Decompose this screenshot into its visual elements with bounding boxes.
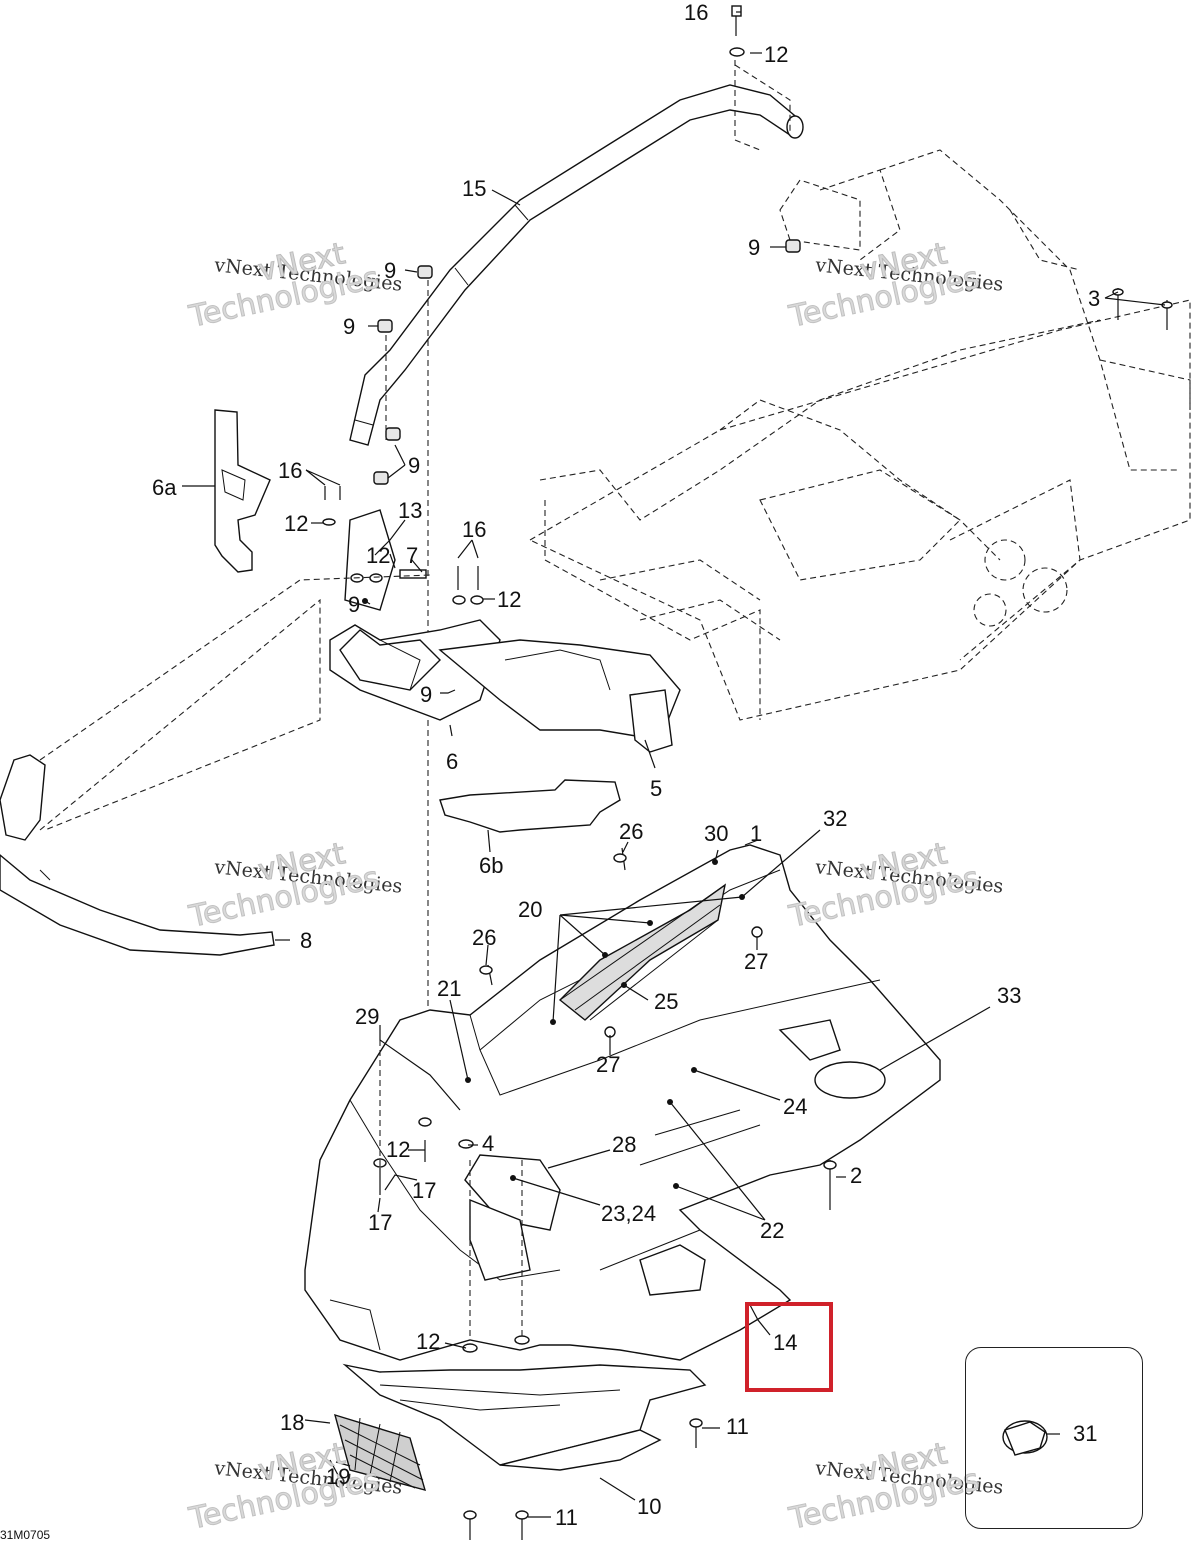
figure-code: 31M0705: [0, 1528, 51, 1542]
callout-label[interactable]: 16: [278, 458, 303, 483]
callout-label[interactable]: 13: [398, 498, 423, 523]
dash-line-bolt: [734, 60, 761, 151]
callout-label[interactable]: 2: [850, 1163, 863, 1188]
callout-label[interactable]: 11: [726, 1414, 749, 1439]
callout-label[interactable]: 20: [518, 897, 543, 922]
hood-body: [304, 844, 941, 1361]
callout-label[interactable]: 26: [619, 819, 644, 844]
callout-label[interactable]: 9: [348, 592, 361, 617]
nut-set: [373, 239, 801, 485]
callout-label[interactable]: 16: [462, 517, 487, 542]
dash-to-ski: [39, 574, 431, 761]
callout-label[interactable]: 5: [650, 776, 663, 801]
callout-label[interactable]: 12: [386, 1137, 411, 1162]
callout-label[interactable]: 9: [408, 453, 421, 478]
ski: [0, 754, 275, 956]
callout-label[interactable]: 9: [420, 682, 433, 707]
callout-label[interactable]: 12: [497, 587, 522, 612]
callout-label[interactable]: 27: [596, 1052, 621, 1077]
callout-label[interactable]: 18: [280, 1410, 305, 1435]
callout-label[interactable]: 19: [326, 1464, 351, 1489]
bolts-and-washers: [322, 486, 484, 605]
callout-label[interactable]: 9: [384, 258, 397, 283]
callout-label[interactable]: 6b: [479, 853, 504, 878]
callout-label[interactable]: 14: [773, 1330, 798, 1355]
dash-to-ski: [39, 598, 321, 831]
callout-label[interactable]: 23,24: [601, 1201, 657, 1226]
bracket-6b: [439, 779, 621, 833]
callout-label[interactable]: 21: [437, 976, 462, 1001]
callout-label[interactable]: 12: [764, 42, 789, 67]
callout-label[interactable]: 6a: [152, 475, 177, 500]
callout-label[interactable]: 3: [1088, 286, 1101, 311]
rivets: [329, 288, 1173, 1540]
callout-label[interactable]: 17: [412, 1178, 437, 1203]
dash-line-bolt: [734, 64, 791, 135]
front-bumper-assembly: [329, 509, 681, 753]
callout-label[interactable]: 7: [406, 543, 419, 568]
lower-shield: [342, 1363, 707, 1471]
callout-label[interactable]: 15: [462, 176, 487, 201]
callout-label[interactable]: 8: [300, 928, 313, 953]
plug: [1002, 1420, 1048, 1456]
callout-label[interactable]: 24: [783, 1094, 808, 1119]
callout-label[interactable]: 31: [1073, 1421, 1098, 1446]
callout-label[interactable]: 12: [284, 511, 309, 536]
callout-label[interactable]: 12: [416, 1329, 441, 1354]
callout-label[interactable]: 29: [355, 1004, 380, 1029]
bumper-tube: [349, 84, 804, 446]
callout-label[interactable]: 1: [750, 821, 763, 846]
callout-label[interactable]: 22: [760, 1218, 785, 1243]
callout-label[interactable]: 25: [654, 989, 679, 1014]
callout-label[interactable]: 4: [482, 1131, 495, 1156]
callout-label[interactable]: 28: [612, 1132, 637, 1157]
callout-label[interactable]: 16: [684, 0, 709, 25]
mesh-grille: [333, 1413, 427, 1491]
callout-label[interactable]: 32: [823, 806, 848, 831]
callout-label[interactable]: 26: [472, 925, 497, 950]
callout-label[interactable]: 10: [637, 1494, 662, 1519]
detail-inset: [965, 1347, 1143, 1529]
callout-label[interactable]: 9: [343, 314, 356, 339]
callout-label[interactable]: 33: [997, 983, 1022, 1008]
callout-label[interactable]: 9: [748, 235, 761, 260]
callout-label[interactable]: 30: [704, 821, 729, 846]
bolt-top: [729, 5, 745, 57]
highlight-box: [745, 1302, 833, 1392]
chassis-frame: [528, 149, 1191, 721]
dash-lower: [379, 1040, 523, 1340]
callout-label[interactable]: 17: [368, 1210, 393, 1235]
callout-label[interactable]: 12: [366, 543, 391, 568]
callout-label[interactable]: 27: [744, 949, 769, 974]
leader-lines: [182, 11, 1166, 1518]
callout-label[interactable]: 6: [446, 749, 459, 774]
callout-label[interactable]: 11: [555, 1505, 578, 1530]
bracket-6a: [214, 409, 271, 573]
